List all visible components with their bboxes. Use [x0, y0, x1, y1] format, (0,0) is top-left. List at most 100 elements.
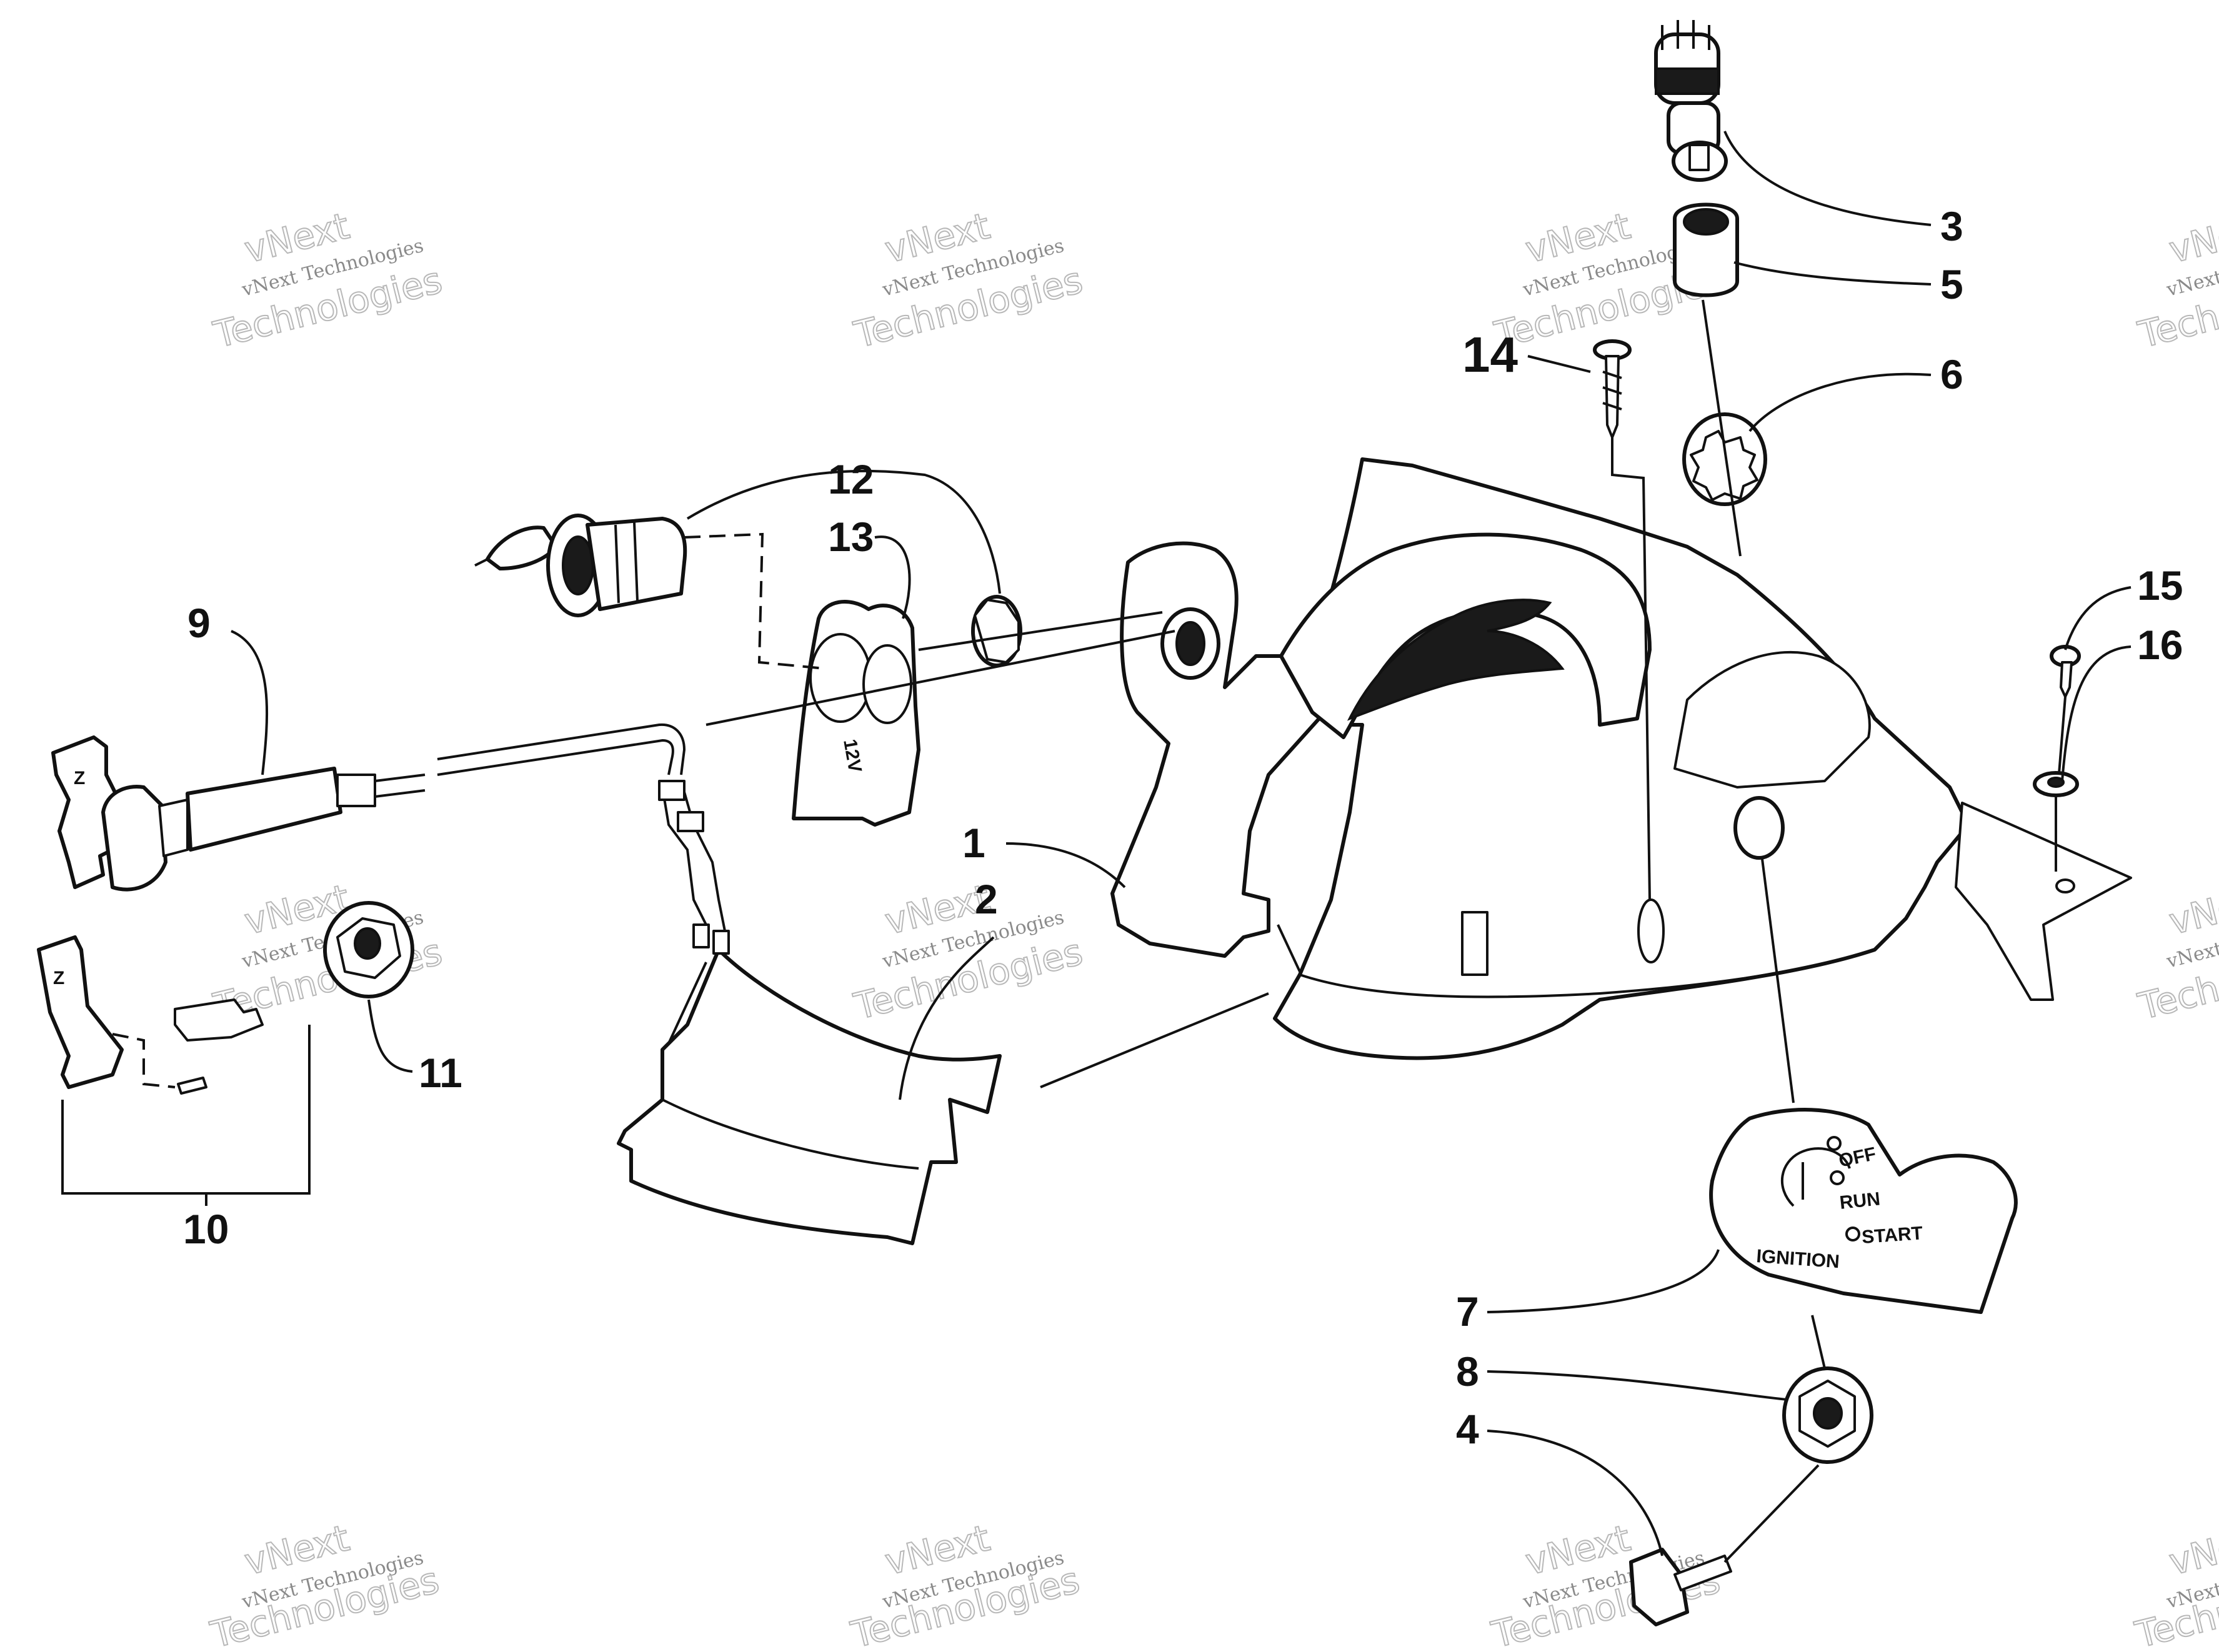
callout-6: 6	[1940, 351, 1963, 397]
nut-11-hole	[354, 927, 381, 960]
callout-9: 9	[187, 600, 211, 646]
leader-11	[367, 999, 413, 1073]
callout-15: 15	[2137, 562, 2183, 609]
housing-left-arm	[1110, 541, 1327, 958]
switch-body	[186, 767, 342, 852]
callout-1: 1	[962, 820, 985, 866]
alignment-lines	[61, 299, 2067, 1563]
kit-assembly-line	[112, 1033, 176, 1088]
kit-pin-bracket	[174, 998, 264, 1042]
flat-washer-hole	[2047, 777, 2065, 788]
ignition-panel-body	[1709, 1108, 2018, 1314]
leader-9	[231, 630, 269, 775]
part-1-console-housing	[1110, 457, 2132, 1060]
terminal	[692, 923, 710, 948]
part-10-lever-kit: Z	[37, 935, 264, 1095]
indicator-off	[1827, 1136, 1842, 1151]
housing-tab	[1461, 911, 1488, 976]
callout-10: 10	[183, 1206, 229, 1252]
callout-16: 16	[2137, 622, 2183, 668]
callout-7: 7	[1456, 1288, 1479, 1335]
watermark: vNext vNext Technologies Technologies	[2130, 1516, 2219, 1652]
housing-hood-shadow	[1347, 599, 1565, 721]
housing-slot	[1637, 898, 1665, 963]
part-11-nut	[323, 901, 414, 998]
plate-hole-left	[809, 633, 872, 723]
callout-3: 3	[1940, 203, 1963, 249]
kit-bracket	[61, 1025, 311, 1195]
wiring-harness	[437, 723, 730, 955]
callout-5: 5	[1940, 261, 1963, 307]
watermark-line1: vNext	[2165, 204, 2219, 271]
screw-thread	[1602, 371, 1622, 411]
part-16-washer	[2033, 771, 2079, 797]
housing-rim-edge	[1277, 924, 1301, 972]
boot-opening	[1683, 208, 1729, 236]
ignition-key-ring	[1781, 1147, 1851, 1207]
lower-cover-edge	[667, 962, 707, 1044]
watermark: vNext vNext Technologies Technologies	[2133, 204, 2219, 357]
part-5-boot	[1673, 202, 1739, 297]
switch-nut	[101, 785, 167, 892]
leader-5	[1733, 261, 1932, 286]
lower-cover-crease	[662, 1098, 919, 1170]
leader-1	[1005, 842, 1126, 888]
key-blade	[1673, 1555, 1732, 1591]
terminal	[677, 811, 704, 832]
switch-cap	[336, 774, 376, 807]
callout-labels: 1 2 3 4 5 6 7 8 9 10 11 12 13 14 15 16	[183, 203, 2183, 1452]
watermark: vNext vNext Technologies Technologies	[846, 1516, 1084, 1652]
part-13-plate: 12V	[792, 600, 920, 827]
housing-lower-rim	[1299, 948, 1875, 998]
bracket-hole	[2055, 878, 2075, 893]
switch-thread	[158, 799, 189, 857]
leader-3	[1723, 131, 1932, 226]
leader-13	[874, 535, 911, 619]
callout-2: 2	[975, 876, 998, 922]
wire-3	[661, 787, 707, 925]
callout-4: 4	[1456, 1406, 1479, 1452]
wire-2	[437, 739, 674, 776]
align-line-cover	[1040, 992, 1269, 1088]
socket-ribs	[614, 522, 639, 604]
part-2-lower-cover	[617, 948, 1002, 1245]
callout-12: 12	[828, 456, 874, 502]
socket-nut-teeth	[974, 599, 1020, 664]
align-line-switch	[706, 630, 1175, 726]
switch-wires-short	[374, 774, 426, 798]
kit-lever	[37, 935, 124, 1089]
part-3-connector	[1654, 20, 1728, 182]
part-15-screw	[2050, 645, 2081, 698]
leader-4	[1487, 1430, 1663, 1556]
ignition-mount-hole	[1733, 796, 1785, 860]
lever-mark: Z	[74, 768, 85, 789]
watermark: vNext vNext Technologies Technologies	[2133, 875, 2219, 1028]
key-head	[1629, 1548, 1689, 1626]
housing-side-bracket	[1955, 802, 2132, 1001]
callout-14: 14	[1462, 327, 1518, 382]
connector-pins	[1661, 20, 1710, 50]
kit-roll-pin	[177, 1077, 207, 1095]
housing-body	[1273, 457, 1970, 1060]
part-9-switch-assembly: Z	[51, 735, 426, 892]
lower-cover-body	[617, 948, 1002, 1245]
align-line-nut	[1811, 1315, 1826, 1369]
wire-1	[437, 723, 686, 775]
watermark-line1: vNext	[2165, 1516, 2219, 1583]
align-line-boot-washer	[1702, 299, 1742, 557]
callout-8: 8	[1456, 1348, 1479, 1395]
screw-shank	[1605, 355, 1620, 439]
leader-12	[686, 469, 1001, 594]
callout-11: 11	[419, 1050, 462, 1096]
part-14-screw	[1593, 339, 1632, 439]
leader-2	[899, 936, 995, 1100]
part-4-key	[1629, 1548, 1732, 1626]
part-12-socket-nut	[971, 595, 1022, 667]
wire-4	[680, 780, 726, 932]
leader-15	[2064, 586, 2132, 650]
housing-boss-hole	[1175, 621, 1205, 666]
connector-band	[1655, 67, 1720, 95]
leader-16	[2061, 645, 2132, 782]
watermark: vNext vNext Technologies Technologies	[206, 1516, 444, 1652]
